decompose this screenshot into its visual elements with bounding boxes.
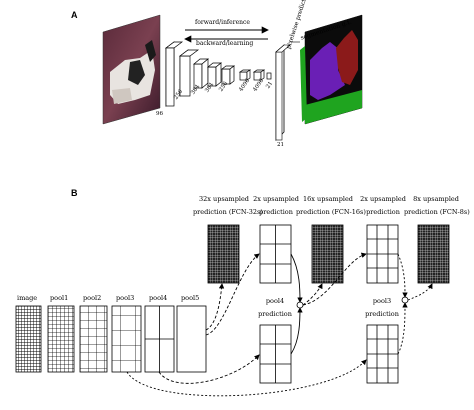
- segmentation-ground-truth: [300, 14, 363, 125]
- caption-fcn8s: 8x upsampled prediction (FCN-8s): [404, 195, 470, 216]
- label-pool5: pool5: [181, 294, 200, 302]
- label-pool4: pool4: [149, 294, 168, 302]
- caption-fcn32s: 32x upsampled prediction (FCN-32s): [193, 195, 263, 216]
- caption-pool4-line2: prediction: [258, 309, 292, 318]
- fcn16-map: [311, 224, 344, 284]
- input-image: [102, 14, 161, 125]
- label-pool3: pool3: [116, 294, 135, 302]
- caption-pool3-prediction: pool3 prediction: [356, 298, 408, 317]
- connections: [126, 252, 433, 397]
- caption-2x-b: 2x upsampled prediction: [352, 196, 414, 215]
- caption-pool4-line1: pool4: [265, 297, 285, 305]
- fcn32-map: [207, 224, 240, 284]
- caption-fcn16s-line2: prediction (FCN-16s): [296, 207, 366, 216]
- caption-fcn8s-line1: 8x upsampled: [413, 195, 459, 203]
- caption-2x-b-line1: 2x upsampled: [360, 195, 406, 203]
- fcn8-map: [417, 224, 450, 284]
- caption-2x-b-line2: prediction: [366, 207, 400, 216]
- caption-fcn16s-line1: 16x upsampled: [303, 195, 353, 203]
- pool5-block: [176, 305, 207, 373]
- caption-fcn8s-line2: prediction (FCN-8s): [404, 207, 470, 216]
- label-pool1: pool1: [50, 294, 69, 302]
- panel-a-label: A: [71, 10, 78, 20]
- caption-pool4-prediction: pool4 prediction: [249, 298, 301, 317]
- forward-label: forward/inference: [195, 19, 250, 26]
- label-pool2: pool2: [83, 294, 102, 302]
- backward-label: backward/learning: [196, 40, 254, 47]
- conv-layers: [164, 41, 272, 107]
- caption-2x-a: 2x upsampled prediction: [245, 196, 307, 215]
- panel-b-label: B: [71, 188, 78, 198]
- prediction-maps: [207, 224, 450, 384]
- caption-2x-a-line2: prediction: [259, 207, 293, 216]
- image-block: [15, 305, 42, 373]
- pool1-block: [47, 305, 75, 373]
- pool3-block: [111, 305, 142, 373]
- pool-row: [15, 305, 207, 373]
- caption-fcn16s: 16x upsampled prediction (FCN-16s): [296, 195, 366, 216]
- pool2-block: [79, 305, 108, 373]
- label-image: image: [17, 294, 38, 302]
- caption-fcn32s-line1: 32x upsampled: [199, 195, 249, 203]
- layer-size-96: 96: [156, 111, 163, 117]
- caption-2x-a-line1: 2x upsampled: [253, 195, 299, 203]
- caption-pool3-line2: prediction: [365, 309, 399, 318]
- caption-fcn32s-line2: prediction (FCN-32s): [193, 207, 263, 216]
- output-prediction-plane: [275, 44, 291, 141]
- output-depth-21: 21: [277, 142, 284, 148]
- caption-pool3-line1: pool3: [372, 297, 392, 305]
